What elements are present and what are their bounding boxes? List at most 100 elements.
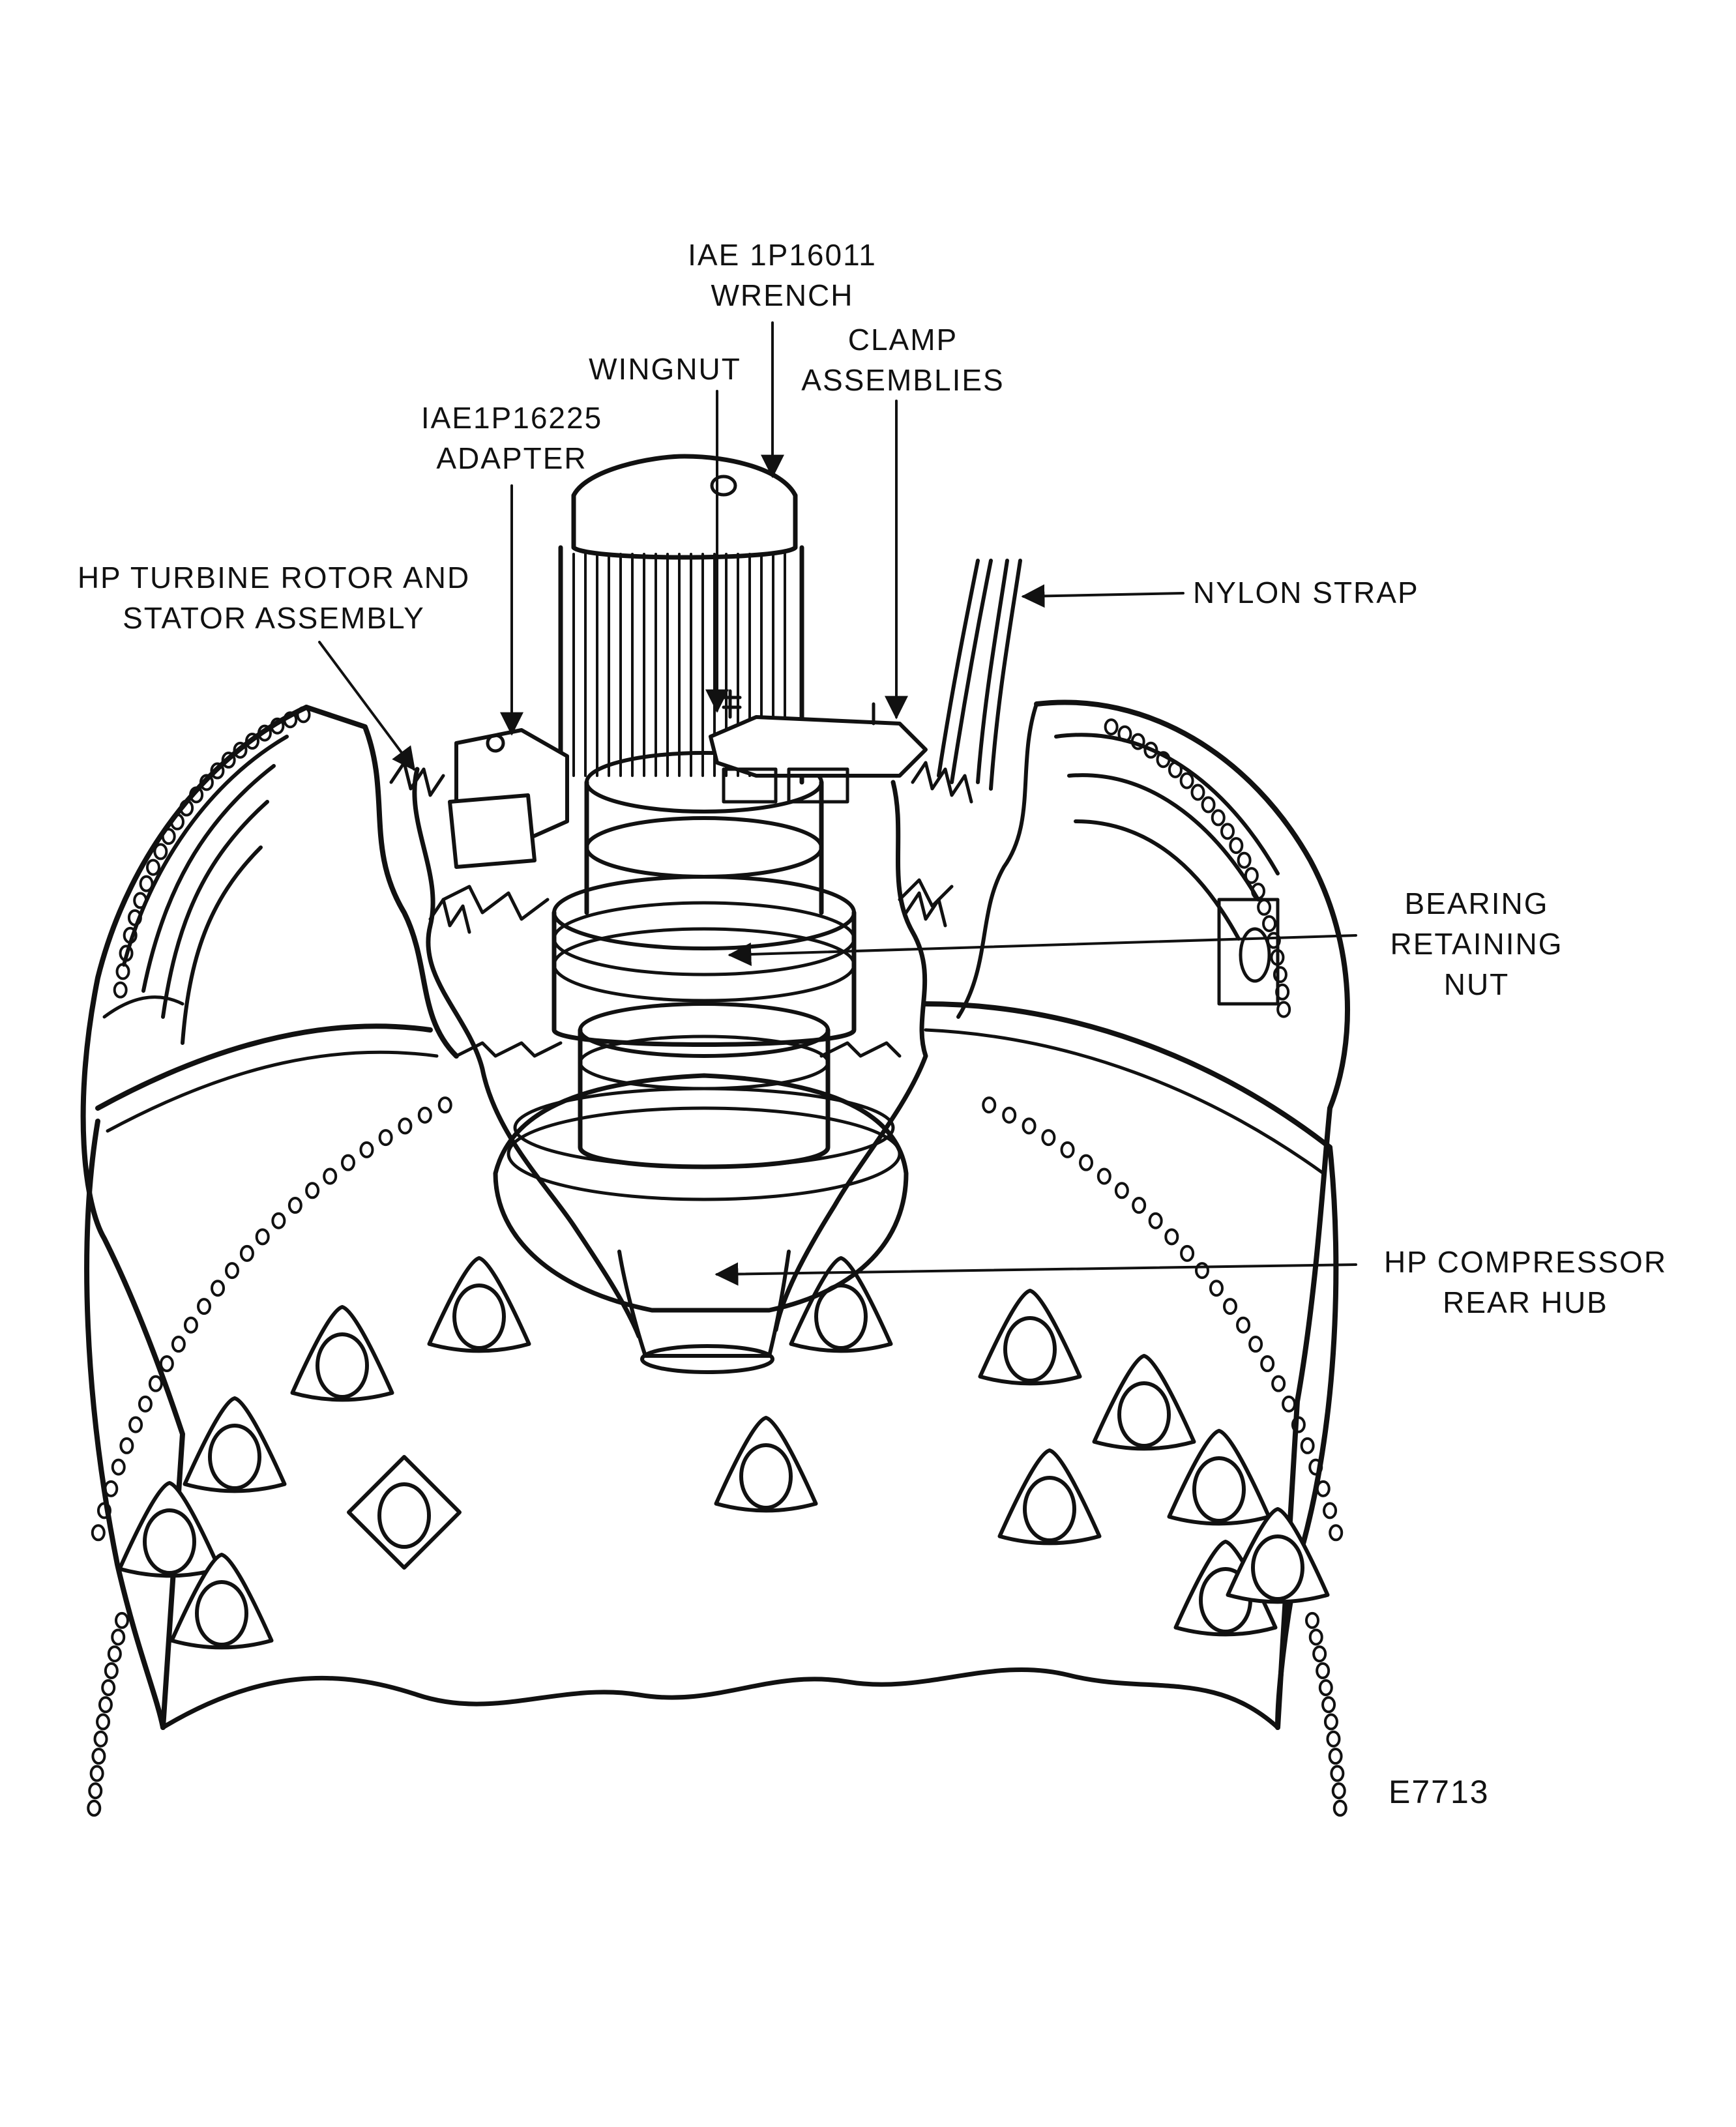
- bolt-hole: [1164, 1228, 1179, 1246]
- bolt-hole: [1305, 1611, 1320, 1629]
- bolt-hole: [127, 909, 142, 926]
- bolt-hole: [1229, 837, 1244, 855]
- bolt-hole: [1022, 1117, 1037, 1135]
- right-casing-drum: [923, 699, 1351, 1730]
- bolt-hole: [111, 1628, 126, 1646]
- bolt-hole: [1330, 1765, 1345, 1782]
- bolt-hole: [1209, 1280, 1224, 1297]
- hp-turbine-callout-line1: HP TURBINE ROTOR AND: [77, 561, 471, 594]
- bolt-hole: [225, 1262, 240, 1280]
- bolt-hole: [179, 799, 194, 817]
- bolt-hole: [1282, 1395, 1297, 1413]
- bolt-hole: [1220, 823, 1235, 840]
- bolt-hole: [1117, 725, 1132, 742]
- bolt-hole: [133, 892, 148, 909]
- bolt-hole: [1143, 741, 1158, 759]
- bolt-hole: [1328, 1748, 1343, 1765]
- boss-pad: [978, 1289, 1082, 1386]
- bolt-hole: [1270, 948, 1285, 966]
- bolt-hole: [1321, 1696, 1336, 1714]
- bolt-hole: [287, 1197, 302, 1214]
- bolt-hole: [1331, 1782, 1346, 1800]
- bolt-hole: [1312, 1645, 1327, 1663]
- bolt-hole: [221, 752, 236, 769]
- boss-hole: [316, 1332, 369, 1399]
- bolt-hole: [93, 1730, 108, 1748]
- clamp-callout-line1: CLAMP: [847, 323, 958, 357]
- bolt-hole: [123, 926, 138, 944]
- hp-turbine-callout-line2: STATOR ASSEMBLY: [123, 601, 425, 635]
- wrench-callout-line1: IAE 1P16011: [688, 238, 877, 272]
- boss-pad: [1092, 1354, 1196, 1451]
- boss-pad: [290, 1305, 394, 1402]
- bolt-hole: [437, 1096, 452, 1114]
- bolt-hole: [199, 774, 214, 791]
- wrench-callout-line2: WRENCH: [711, 278, 854, 312]
- boss-hole: [377, 1482, 431, 1549]
- bolt-hole: [87, 1799, 102, 1817]
- bolt-hole: [359, 1141, 374, 1158]
- hp-compressor-callout-line1: HP COMPRESSOR: [1383, 1245, 1668, 1279]
- bolt-hole: [145, 858, 160, 876]
- bolt-hole: [1323, 1713, 1338, 1731]
- hp-turbine-leader: [318, 641, 416, 771]
- boss-pad: [347, 1455, 462, 1570]
- bolt-hole: [1236, 1316, 1251, 1334]
- boss-hole: [1117, 1381, 1171, 1448]
- bearing-nut-leader: [728, 934, 1357, 966]
- hp-compressor-callout: HP COMPRESSOR REAR HUB: [1362, 1242, 1688, 1323]
- bolt-hole: [283, 711, 298, 729]
- bolt-hole: [1148, 1212, 1163, 1229]
- bolt-hole: [88, 1782, 103, 1800]
- bolt-hole: [1248, 1336, 1263, 1353]
- figure-id: E7713: [1389, 1774, 1490, 1810]
- leader-lines: [318, 321, 1357, 1286]
- bolt-hole: [115, 963, 130, 980]
- bolt-hole: [1251, 883, 1266, 900]
- nylon-strap-leader: [1021, 584, 1184, 608]
- boss-hole: [739, 1443, 793, 1510]
- bolt-hole: [340, 1154, 355, 1171]
- flange-bolt-holes: [87, 706, 1347, 1817]
- bolt-hole: [1060, 1141, 1075, 1158]
- boss-hole: [143, 1508, 196, 1575]
- bolt-hole: [270, 717, 285, 735]
- boss-pad: [117, 1481, 222, 1578]
- bolt-hole: [114, 1611, 129, 1629]
- bolt-hole: [1211, 809, 1226, 827]
- bolt-hole: [1132, 1197, 1147, 1214]
- bolt-hole: [196, 1298, 211, 1315]
- boss-pad: [714, 1416, 818, 1513]
- clamp-assemblies: [448, 689, 928, 869]
- bolt-hole: [1300, 1437, 1315, 1454]
- front-case-face: [84, 1119, 1339, 1730]
- bolt-hole: [271, 1212, 286, 1229]
- bearing-nut-callout: BEARING RETAINING NUT: [1356, 883, 1597, 1005]
- bolt-hole: [1130, 733, 1145, 750]
- wrench-callout: IAE 1P16011 WRENCH: [652, 235, 913, 315]
- boss-hole: [1251, 1534, 1304, 1601]
- bolt-hole: [1244, 867, 1259, 885]
- wingnut-callout-line1: WINGNUT: [589, 352, 741, 386]
- bolt-hole: [89, 1765, 104, 1782]
- bolt-hole: [239, 1244, 254, 1262]
- bolt-hole: [982, 1096, 997, 1114]
- bolt-hole: [1168, 761, 1183, 778]
- hp-turbine-callout: HP TURBINE ROTOR AND STATOR ASSEMBLY: [26, 557, 522, 638]
- bolt-hole: [1104, 718, 1119, 736]
- bolt-hole: [1316, 1662, 1331, 1680]
- bolt-hole: [1190, 784, 1205, 801]
- bolt-hole: [233, 741, 248, 759]
- bolt-hole: [417, 1106, 432, 1124]
- adapter-callout-line1: IAE1P16225: [420, 401, 603, 435]
- bolt-hole: [323, 1167, 338, 1185]
- boss-hole: [1192, 1456, 1246, 1523]
- adapter-callout: IAE1P16225 ADAPTER: [391, 398, 632, 478]
- central-shaft-stack: [493, 454, 909, 1374]
- bolt-hole: [1276, 1001, 1291, 1018]
- bolt-hole: [113, 981, 128, 999]
- bolt-hole: [161, 828, 176, 845]
- bolt-hole: [111, 1458, 126, 1476]
- bolt-hole: [1273, 966, 1287, 984]
